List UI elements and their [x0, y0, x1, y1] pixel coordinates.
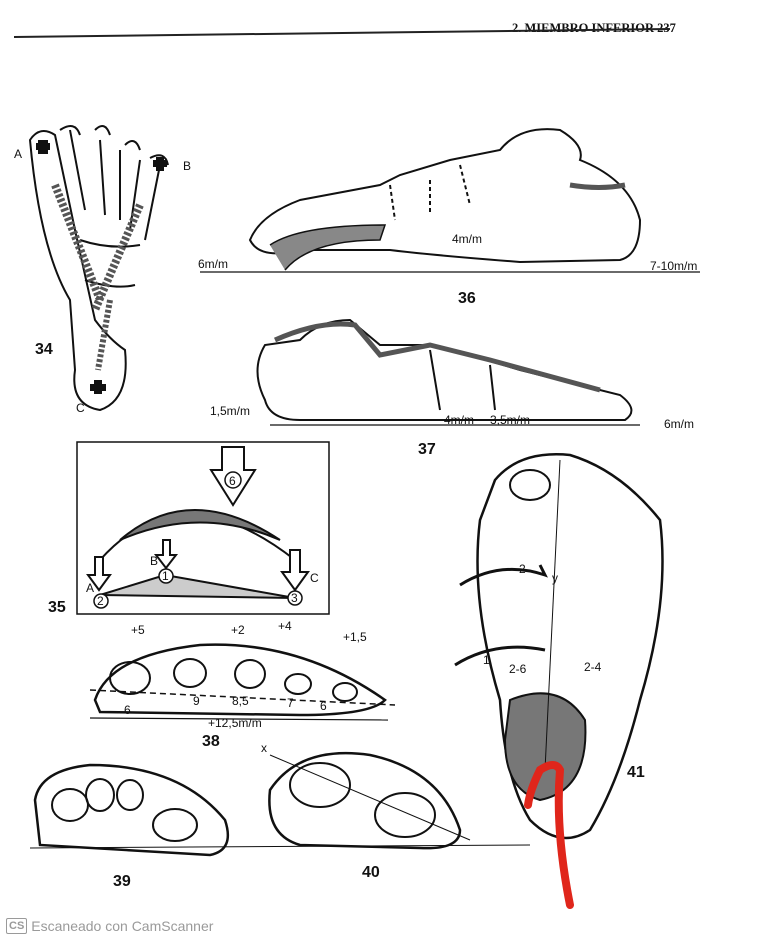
fig37-measure: 4m/m: [444, 413, 474, 427]
fig37-measure: 1,5m/m: [210, 404, 250, 418]
fig34-label-b: B: [183, 159, 191, 173]
camscanner-logo-icon: CS: [6, 918, 28, 934]
fig41-foot-plantar: [454, 453, 664, 840]
fig37-number: 37: [418, 441, 436, 458]
fig38-shift: +1,5: [343, 630, 367, 644]
fig38-value: 9: [193, 694, 200, 708]
fig38-value: 7: [287, 696, 294, 710]
fig41-label: 2-6: [509, 662, 527, 676]
fig38-shift: +4: [278, 619, 292, 633]
fig41-label: y: [552, 571, 558, 585]
fig39-number: 39: [113, 873, 131, 890]
fig40-section: [268, 751, 471, 850]
fig34-number: 34: [35, 341, 53, 358]
fig35-label: 1: [162, 569, 169, 583]
fig34-plus-markers: [36, 140, 167, 394]
fig37-foot-medial: [256, 318, 640, 426]
fig35-arch-diagram: [76, 441, 330, 615]
fig41-label: 1: [483, 653, 490, 667]
fig34-label-c: C: [76, 401, 85, 415]
fig36-measure: 4m/m: [452, 232, 482, 246]
fig41-label: 2: [519, 562, 526, 576]
fig38-metatarsal-section: [89, 643, 396, 721]
fig38-value: 6: [124, 703, 131, 717]
fig34-foot-skeleton: [28, 125, 169, 412]
fig35-label: 6: [229, 474, 236, 488]
fig36-measure: 6m/m: [198, 257, 228, 271]
fig35-label: 2: [97, 594, 104, 608]
fig36-measure: 7-10m/m: [650, 259, 697, 273]
fig36-number: 36: [458, 290, 476, 307]
fig38-shift: +5: [131, 623, 145, 637]
watermark-text: Escaneado con CamScanner: [31, 918, 214, 934]
fig35-label: A: [86, 581, 94, 595]
fig37-measure: 6m/m: [664, 417, 694, 431]
fig41-number: 41: [627, 764, 645, 781]
fig40-label-x: x: [261, 741, 267, 755]
fig38-value: 8,5: [232, 694, 249, 708]
camscanner-watermark: CS Escaneado con CamScanner: [6, 918, 213, 934]
fig38-value: 6: [320, 699, 327, 713]
fig35-label: 3: [291, 591, 298, 605]
fig40-number: 40: [362, 864, 380, 881]
fig35-label: B: [150, 554, 158, 568]
red-annotation-arrow: [524, 761, 574, 909]
fig36-foot-lateral: [200, 128, 700, 273]
fig38-shift: +2: [231, 623, 245, 637]
fig38-number: 38: [202, 733, 220, 750]
fig41-label: 2-4: [584, 660, 602, 674]
fig35-label: C: [310, 571, 319, 585]
fig37-measure: 3,5m/m: [490, 413, 530, 427]
fig35-number: 35: [48, 599, 66, 616]
fig34-label-a: A: [14, 147, 22, 161]
fig38-total: +12,5m/m: [208, 716, 262, 730]
